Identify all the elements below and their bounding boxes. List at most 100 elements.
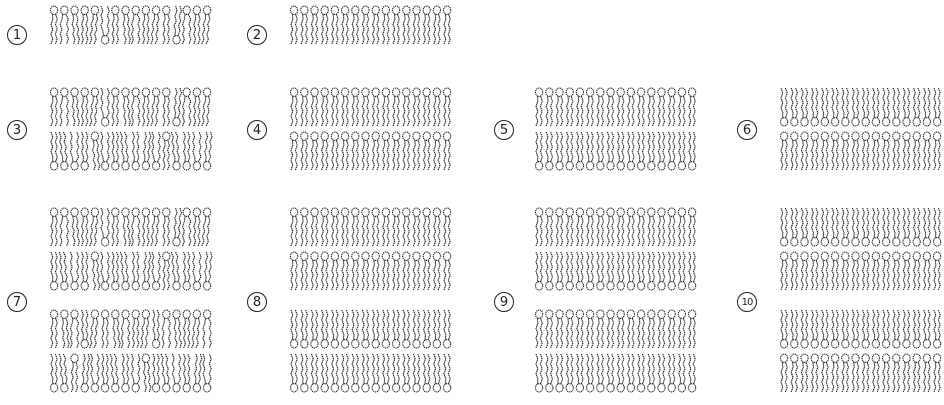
lipid-molecule bbox=[173, 310, 182, 348]
polar-head bbox=[791, 132, 798, 140]
polar-head bbox=[413, 132, 420, 140]
hydrocarbon-tails bbox=[60, 216, 68, 246]
monolayer-row bbox=[290, 310, 450, 348]
lipid-molecule bbox=[668, 354, 675, 392]
lipid-molecule bbox=[648, 132, 655, 170]
polar-head bbox=[331, 340, 338, 348]
polar-head bbox=[290, 88, 297, 96]
lipid-molecule bbox=[331, 310, 338, 348]
hydrocarbon-tails bbox=[383, 260, 389, 290]
hydrocarbon-tails bbox=[362, 14, 368, 44]
hydrocarbon-tails bbox=[383, 216, 389, 246]
hydrocarbon-tails bbox=[536, 354, 542, 384]
lipid-molecule bbox=[290, 88, 297, 126]
lipid-molecule bbox=[780, 252, 787, 290]
polar-head bbox=[423, 252, 430, 260]
lipid-molecule bbox=[627, 132, 634, 170]
polar-head bbox=[842, 238, 849, 246]
hydrocarbon-tails bbox=[194, 216, 200, 246]
lipid-molecule bbox=[617, 208, 624, 246]
lipid-molecule bbox=[872, 88, 879, 126]
polar-head bbox=[617, 162, 624, 170]
hydrocarbon-tails bbox=[143, 96, 149, 126]
monolayer-row bbox=[290, 88, 450, 126]
lipid-molecule bbox=[91, 252, 100, 290]
lipid-molecule bbox=[607, 208, 614, 246]
lipid-molecule bbox=[933, 208, 940, 246]
polar-head bbox=[163, 384, 170, 392]
polar-head bbox=[637, 282, 644, 290]
hydrocarbon-tails bbox=[914, 208, 920, 238]
hydrocarbon-tails bbox=[689, 132, 695, 162]
hydrocarbon-tails bbox=[618, 132, 624, 162]
hydrocarbon-tails bbox=[852, 140, 858, 170]
lipid-molecule bbox=[637, 88, 644, 126]
lipid-molecule bbox=[617, 252, 624, 290]
lipid-molecule bbox=[842, 354, 849, 392]
hydrocarbon-tails bbox=[373, 14, 379, 44]
lipid-molecule bbox=[171, 132, 180, 170]
hydrocarbon-tails bbox=[669, 318, 675, 348]
hydrocarbon-tails bbox=[413, 140, 419, 170]
lipid-molecule bbox=[842, 310, 849, 348]
lipid-molecule bbox=[142, 354, 151, 392]
lipid-molecule bbox=[893, 88, 900, 126]
polar-head bbox=[132, 208, 139, 216]
lipid-molecule bbox=[142, 132, 151, 170]
polar-head bbox=[163, 310, 170, 318]
lipid-molecule bbox=[923, 132, 930, 170]
polar-head bbox=[91, 132, 98, 140]
hydrocarbon-tails bbox=[607, 318, 613, 348]
hydrocarbon-tails bbox=[832, 140, 838, 170]
lipid-molecule bbox=[70, 310, 78, 348]
polar-head bbox=[842, 118, 849, 126]
polar-head bbox=[152, 88, 159, 96]
polar-head bbox=[923, 238, 930, 246]
hydrocarbon-tails bbox=[812, 208, 818, 238]
hydrocarbon-tails bbox=[903, 88, 909, 118]
hydrocarbon-tails bbox=[205, 252, 212, 282]
polar-head bbox=[61, 88, 68, 96]
monolayer-row bbox=[535, 310, 695, 348]
lipid-molecule bbox=[50, 310, 57, 348]
polar-head bbox=[617, 208, 624, 216]
polar-head bbox=[648, 310, 655, 318]
hydrocarbon-tails bbox=[924, 88, 930, 118]
hydrocarbon-tails bbox=[311, 14, 317, 44]
panel-number-8: 8 bbox=[247, 292, 267, 312]
polar-head bbox=[341, 340, 348, 348]
hydrocarbon-tails bbox=[102, 354, 108, 384]
polar-head bbox=[122, 88, 129, 96]
hydrocarbon-tails bbox=[607, 354, 613, 384]
polar-head bbox=[352, 252, 359, 260]
polar-head bbox=[443, 384, 450, 392]
hydrocarbon-tails bbox=[903, 260, 909, 290]
hydrocarbon-tails bbox=[658, 216, 664, 246]
hydrocarbon-tails bbox=[123, 96, 130, 126]
lipid-molecule bbox=[112, 6, 119, 44]
hydrocarbon-tails bbox=[893, 260, 899, 290]
hydrocarbon-tails bbox=[113, 318, 120, 348]
polar-head bbox=[903, 340, 910, 348]
polar-head bbox=[50, 384, 57, 392]
hydrocarbon-tails bbox=[567, 132, 573, 162]
hydrocarbon-tails bbox=[70, 252, 78, 282]
polar-head bbox=[862, 118, 869, 126]
lipid-molecule bbox=[101, 252, 109, 290]
monolayer-row bbox=[50, 88, 210, 126]
lipid-molecule bbox=[50, 208, 57, 246]
lipid-molecule bbox=[923, 252, 930, 290]
polar-head bbox=[933, 252, 940, 260]
hydrocarbon-tails bbox=[403, 14, 409, 44]
hydrocarbon-tails bbox=[822, 88, 828, 118]
hydrocarbon-tails bbox=[781, 88, 787, 118]
polar-head bbox=[423, 6, 430, 14]
polar-head bbox=[290, 132, 297, 140]
polar-head bbox=[290, 340, 297, 348]
polar-head bbox=[81, 340, 88, 348]
polar-head bbox=[872, 354, 879, 362]
hydrocarbon-tails bbox=[536, 132, 542, 162]
lipid-molecule bbox=[535, 252, 542, 290]
hydrocarbon-tails bbox=[679, 354, 685, 384]
hydrocarbon-tails bbox=[153, 354, 159, 384]
